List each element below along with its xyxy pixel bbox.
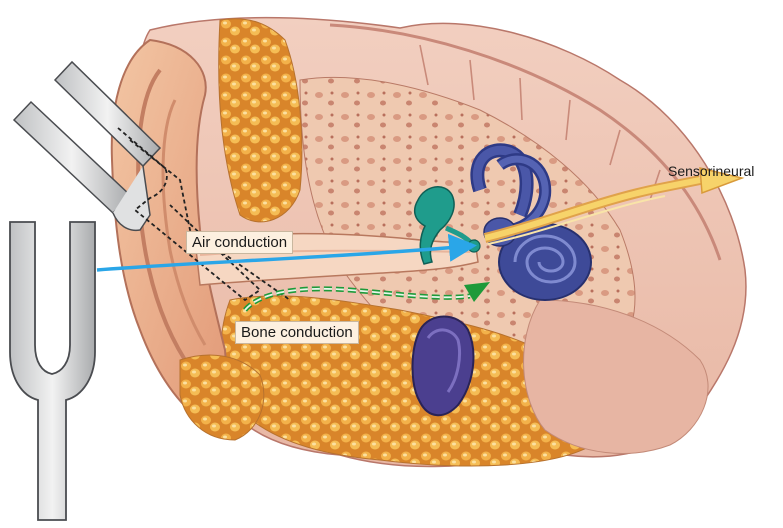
bone-conduction-label: Bone conduction xyxy=(235,321,359,344)
air-conduction-label: Air conduction xyxy=(186,231,293,254)
tuning-fork-icon xyxy=(10,222,95,520)
sensorineural-label: Sensorineural xyxy=(668,164,754,178)
